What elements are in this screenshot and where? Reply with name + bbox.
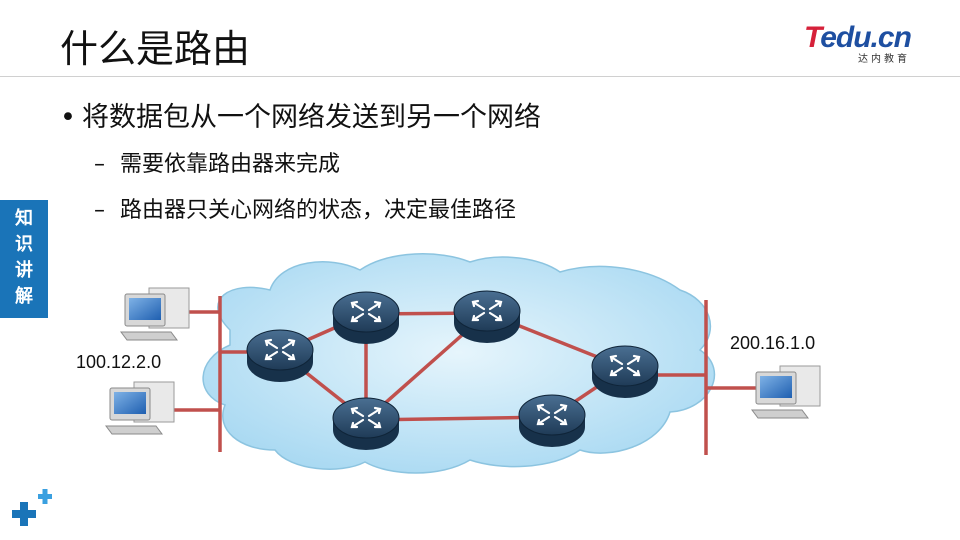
title-divider [0,76,960,77]
tedu-logo: Tedu.cn 达内教育 [804,21,912,66]
sub-bullet-2: –路由器只关心网络的状态，决定最佳路径 [94,198,517,223]
router-icon [517,393,587,449]
right-network-label: 200.16.1.0 [730,333,816,353]
computer-icon [751,365,821,419]
left-network-label: 100.12.2.0 [76,352,162,372]
router-icon [331,396,401,452]
computer-icon [120,287,190,341]
computer-icon [105,381,175,435]
router-icon [245,328,315,384]
sub-bullet-1: –需要依靠路由器来完成 [94,152,341,177]
network-cloud [202,253,716,474]
plus-decoration-icon [12,489,52,526]
router-icon [452,289,522,345]
router-icon [590,344,660,400]
router-icon [331,290,401,346]
section-tab: 知识讲解 [0,200,48,318]
main-bullet: •将数据包从一个网络发送到另一个网络 [60,102,541,133]
slide-title: 什么是路由 [60,27,251,71]
